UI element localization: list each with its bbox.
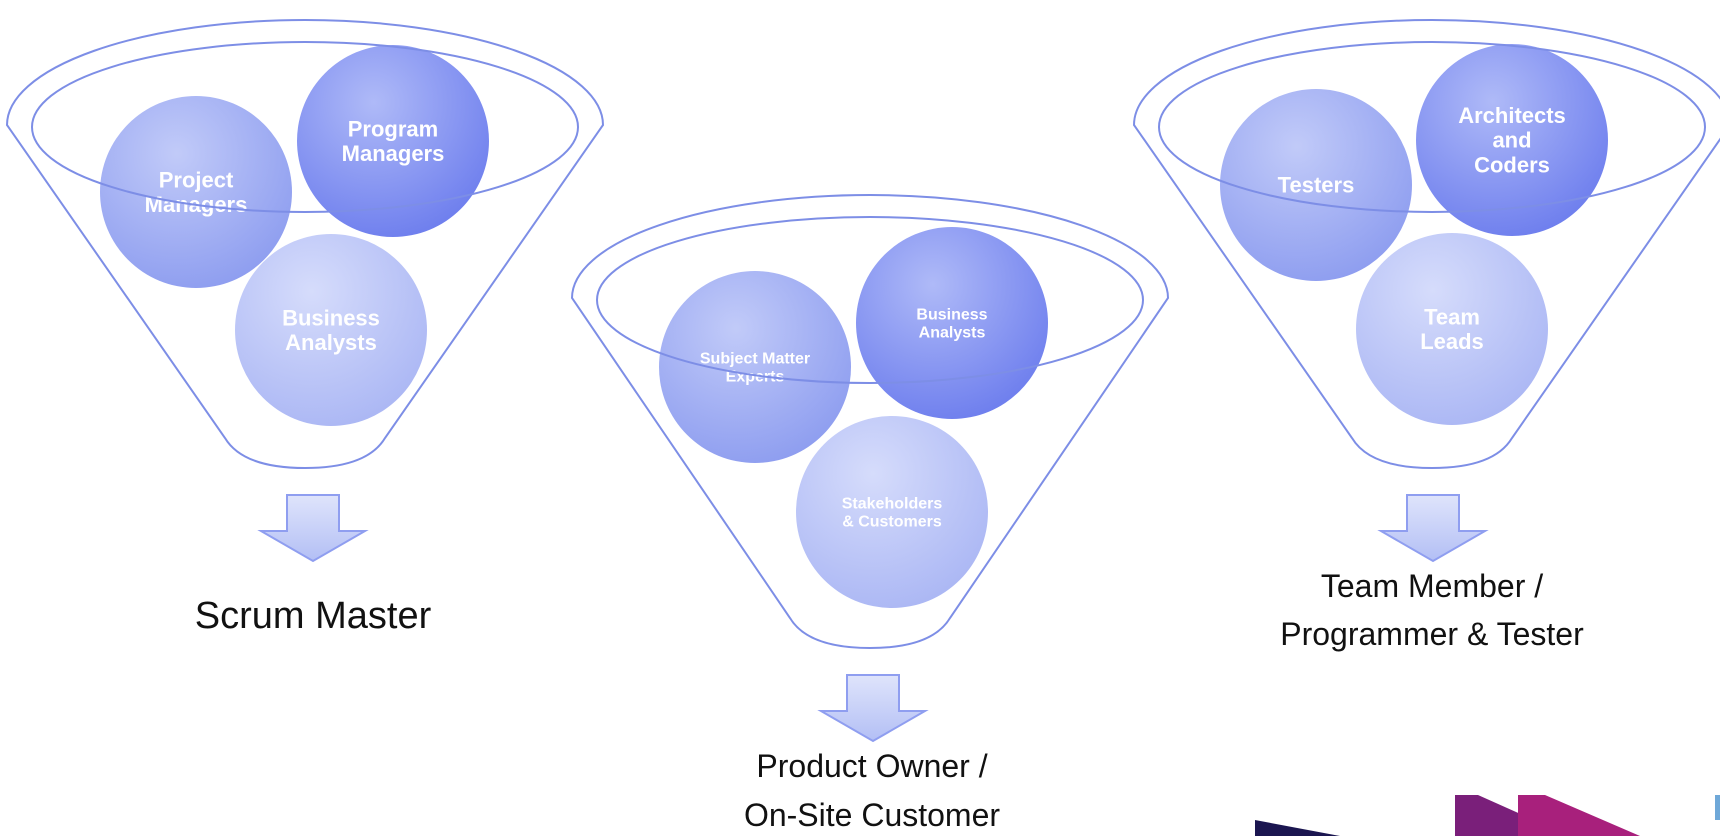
input-bubble: Testers xyxy=(1220,89,1412,281)
logo-stripe-navy xyxy=(1255,820,1340,836)
funnel-inner-rim xyxy=(31,41,579,213)
logo-stripe-magenta xyxy=(1518,795,1640,836)
bubble-label: Analysts xyxy=(919,325,986,342)
funnel-outline xyxy=(5,19,605,470)
role-result-label: Team Member / xyxy=(1321,568,1543,604)
corner-logo xyxy=(1255,795,1720,836)
bubble-circle xyxy=(1356,233,1548,425)
down-arrow-icon xyxy=(1377,494,1489,563)
down-arrow-icon xyxy=(257,494,369,563)
bubble-label: Managers xyxy=(342,141,445,166)
bubble-label: Subject Matter xyxy=(700,351,810,368)
bubble-circle xyxy=(100,96,292,288)
bubble-label: & Customers xyxy=(842,514,942,531)
input-bubble: Stakeholders& Customers xyxy=(796,416,988,608)
bubble-label: Architects xyxy=(1458,103,1566,128)
bubble-label: Project xyxy=(159,167,234,192)
role-result-label: Product Owner / xyxy=(756,748,987,784)
bubble-label: Testers xyxy=(1278,173,1355,198)
bubble-circle xyxy=(796,416,988,608)
logo-edge-mark xyxy=(1715,795,1720,820)
funnel-outline xyxy=(1132,19,1720,470)
role-result-label: Programmer & Tester xyxy=(1280,616,1584,652)
bubble-label: Coders xyxy=(1474,152,1550,177)
bubble-label: Program xyxy=(348,116,438,141)
funnel-inner-rim xyxy=(1158,41,1706,213)
bubble-label: Business xyxy=(282,305,380,330)
funnel-scrum-master: ProjectManagersProgramManagersBusinessAn… xyxy=(5,19,605,637)
bubble-circle xyxy=(235,234,427,426)
funnel-inner-rim xyxy=(596,216,1144,384)
bubble-label: and xyxy=(1492,128,1531,153)
role-result-label: Scrum Master xyxy=(195,595,432,637)
funnel-team-member: TestersArchitectsandCodersTeamLeadsTeam … xyxy=(1132,19,1720,652)
role-result-label: On-Site Customer xyxy=(744,797,1000,833)
bubble-circle xyxy=(1416,44,1608,236)
funnel-outline xyxy=(570,194,1170,650)
bubble-label: Analysts xyxy=(285,330,377,355)
bubble-circle xyxy=(659,271,851,463)
bubble-label: Team xyxy=(1424,304,1480,329)
down-arrow-icon xyxy=(817,674,929,743)
funnel-product-owner: Subject MatterExpertsBusinessAnalystsSta… xyxy=(570,194,1170,833)
bubble-circle xyxy=(297,45,489,237)
bubble-circle xyxy=(856,227,1048,419)
bubble-circle xyxy=(1220,89,1412,281)
bubble-label: Leads xyxy=(1420,329,1484,354)
bubble-label: Business xyxy=(916,307,987,324)
bubble-label: Stakeholders xyxy=(842,496,943,513)
